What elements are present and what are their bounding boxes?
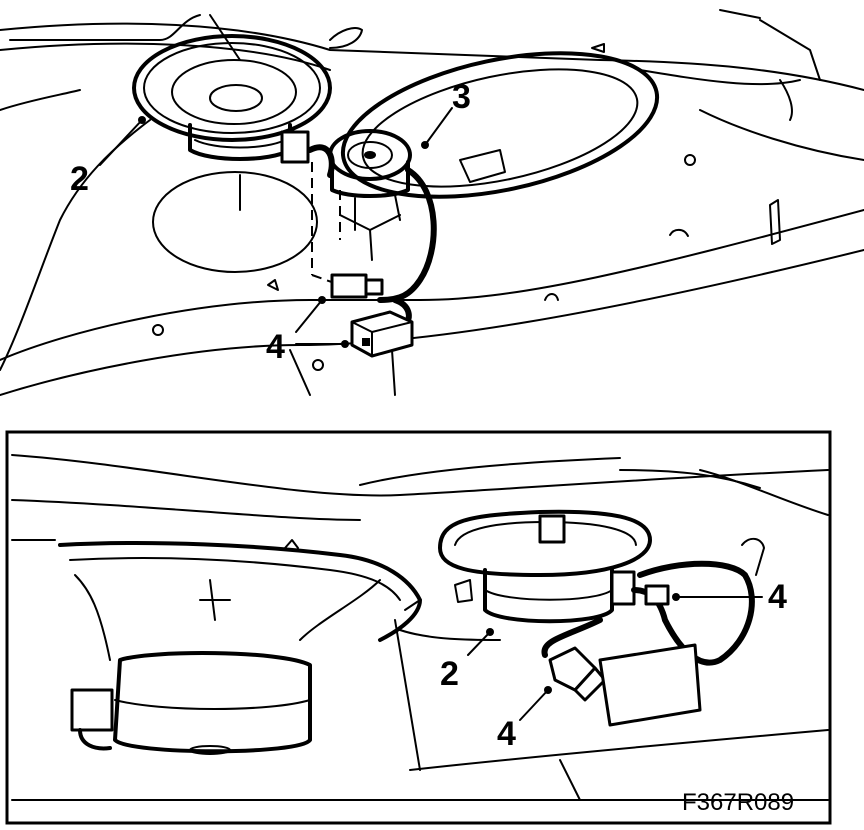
top-connector-plug <box>330 273 384 299</box>
speaker-magnet-right <box>483 568 614 624</box>
rear-oval-opening <box>340 51 660 199</box>
speaker-terminal-left <box>70 688 114 732</box>
top-speaker <box>132 34 332 211</box>
speaker-cable <box>631 560 755 666</box>
callout-4-bottom-lower: 4 <box>497 715 516 753</box>
callout-2-top: 2 <box>70 160 89 198</box>
bottom-connector-lower <box>548 646 607 702</box>
callout-3-top: 3 <box>452 78 471 116</box>
bottom-connector-upper <box>644 584 670 606</box>
speaker-frame-right <box>438 509 652 577</box>
foam-pad <box>598 643 702 727</box>
speaker-dustcap <box>209 84 263 112</box>
figure-code: F367R089 <box>682 789 794 816</box>
speaker-frame-left <box>58 541 422 642</box>
tweeter-cable <box>377 167 437 303</box>
bottom-view: 2 4 4 F367R089 <box>11 454 829 816</box>
callout-4-top: 4 <box>266 328 285 366</box>
tweeter-bracket <box>339 214 401 261</box>
speaker-terminal <box>280 130 310 164</box>
callout-2-bottom: 2 <box>440 655 459 693</box>
callout-4-bottom-right: 4 <box>768 578 787 616</box>
speaker-cone <box>171 59 297 125</box>
top-view: 2 3 4 <box>0 9 864 396</box>
top-connector-socket <box>350 310 414 358</box>
bottom-speaker-right <box>438 509 765 624</box>
speaker-terminal-right <box>610 570 636 606</box>
speaker-opening <box>152 171 318 273</box>
detail-frame <box>5 430 832 825</box>
shelf-front-edge <box>0 209 864 361</box>
speaker-frame <box>132 34 332 142</box>
bottom-speaker-left <box>58 539 422 755</box>
shelf-top-edge <box>0 22 864 91</box>
speaker-magnet-left <box>113 651 312 754</box>
